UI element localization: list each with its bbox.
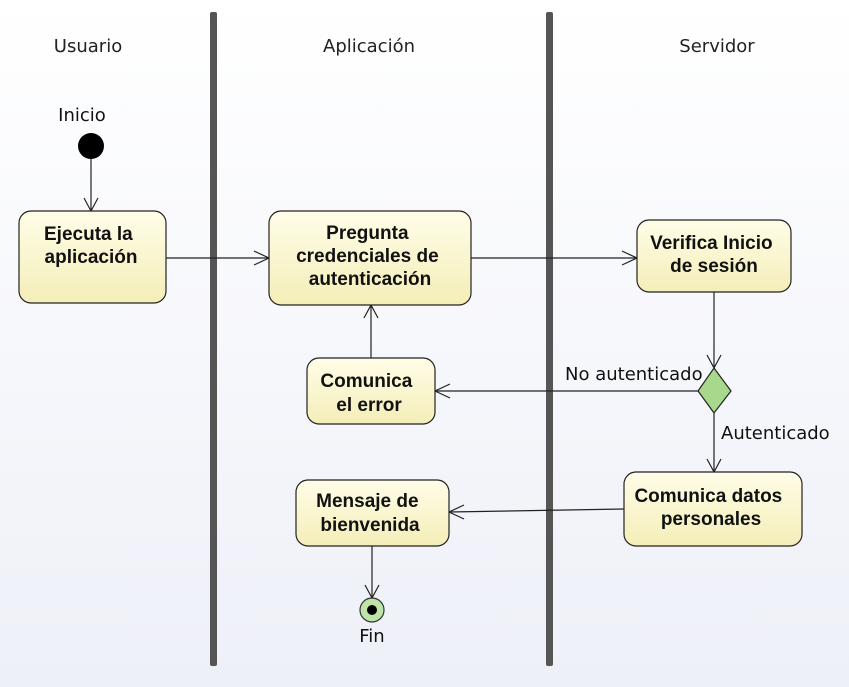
edge-decision-to-comunica-datos	[706, 413, 722, 474]
svg-text:Mensaje de bienvenida: Mensaje de bienvenida	[316, 491, 424, 536]
activity-text-line: personales	[661, 509, 761, 530]
activity-comunica-datos: Comunica datos personales	[623, 471, 803, 547]
svg-text:Pregunta credenciales de: Pregunta credenciales de autenticación	[296, 223, 444, 290]
decision-node	[697, 366, 732, 415]
activity-comunica-error: Comunica el error	[306, 357, 436, 425]
start-label: Inicio	[58, 105, 106, 126]
activity-text-line: Ejecuta la	[44, 224, 133, 245]
activity-text-line: Comunica	[320, 371, 412, 392]
lane-divider-2	[546, 12, 553, 666]
activity-text-line: el error	[336, 395, 402, 416]
lane-title-servidor: Servidor	[679, 36, 755, 57]
activity-pregunta-credenciales: Pregunta credenciales de autenticación	[268, 210, 472, 306]
svg-text:Comunica el error: Comunica el error	[320, 371, 417, 416]
edge-comunica-datos-to-mensaje	[447, 504, 625, 520]
svg-text:Comunica datos personale: Comunica datos personales	[634, 486, 787, 530]
edge-start-to-ejecuta	[83, 159, 99, 213]
svg-text:Ejecuta la aplicación: Ejecuta la aplicación	[44, 224, 138, 268]
activity-text-line: credenciales de	[296, 246, 439, 267]
activity-text-line: Comunica datos	[634, 486, 782, 507]
activity-mensaje-bienvenida: Mensaje de bienvenida	[295, 479, 450, 547]
edge-decision-to-comunica-error	[433, 383, 698, 399]
guard-no-autenticado: No autenticado	[565, 364, 703, 385]
guard-autenticado: Autenticado	[721, 423, 830, 444]
lane-title-aplicacion: Aplicación	[323, 36, 415, 57]
lane-title-usuario: Usuario	[54, 36, 122, 57]
edge-mensaje-to-end	[364, 546, 380, 600]
activity-ejecuta-aplicacion: Ejecuta la aplicación	[18, 210, 167, 304]
activity-text-line: autenticación	[309, 269, 431, 290]
activity-text-line: Mensaje de	[316, 491, 418, 512]
start-node	[78, 133, 104, 159]
edge-pregunta-to-verifica	[471, 250, 639, 266]
edge-comunica-error-to-pregunta	[363, 303, 379, 358]
activity-text-line: bienvenida	[320, 515, 420, 536]
activity-verifica-inicio: Verifica Inicio de sesión	[636, 219, 792, 293]
end-node	[359, 597, 385, 623]
edge-ejecuta-to-pregunta	[166, 250, 271, 266]
lane-divider-1	[210, 12, 217, 666]
activity-text-line: Verifica Inicio	[650, 233, 773, 254]
edge-verifica-to-decision	[706, 292, 722, 370]
end-label: Fin	[359, 626, 384, 647]
svg-text:Verifica Inicio de sesió: Verifica Inicio de sesión	[650, 233, 778, 277]
activity-text-line: Pregunta	[326, 223, 409, 244]
activity-text-line: de sesión	[670, 256, 758, 277]
activity-text-line: aplicación	[45, 247, 138, 268]
